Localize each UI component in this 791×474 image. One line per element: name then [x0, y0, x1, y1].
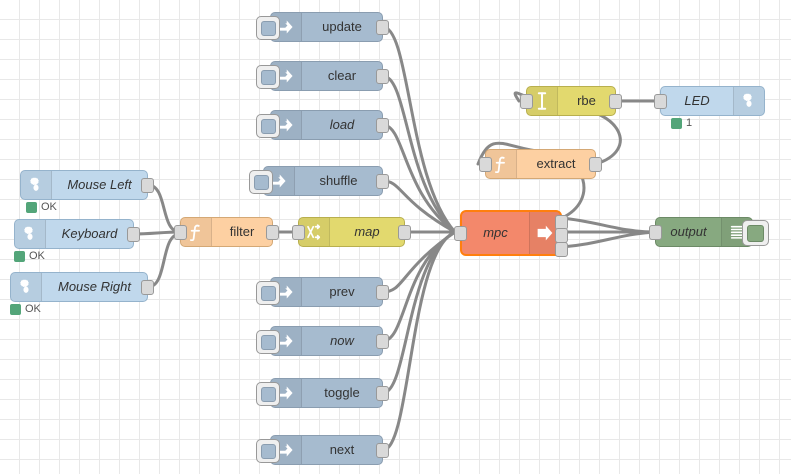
status-keyboard: OK [14, 250, 45, 262]
output-port-2[interactable] [555, 228, 568, 243]
output-port[interactable] [376, 174, 389, 189]
output-port[interactable] [376, 443, 389, 458]
output-port-3[interactable] [555, 242, 568, 257]
node-mouse-left[interactable]: Mouse Left [20, 170, 154, 200]
node-label: extract [536, 156, 576, 171]
node-label: Keyboard [61, 226, 118, 241]
wire-toggle-mpc [381, 230, 457, 395]
input-port[interactable] [479, 157, 492, 172]
node-label: prev [329, 284, 355, 299]
status-dot [26, 201, 37, 213]
inject-button[interactable] [256, 65, 280, 89]
output-port[interactable] [127, 227, 140, 242]
inject-button[interactable] [249, 170, 273, 194]
node-label: filter [229, 224, 255, 239]
node-inject-load[interactable]: load [256, 110, 389, 140]
raspberry-pi-icon [21, 171, 52, 199]
raspberry-pi-icon [15, 220, 46, 248]
input-port[interactable] [292, 225, 305, 240]
wire-mpc-output-1 [560, 216, 657, 234]
status-dot [10, 303, 21, 315]
node-map[interactable]: map [292, 217, 411, 247]
wire-mpc-output-3 [560, 230, 657, 249]
node-label: toggle [324, 385, 360, 400]
wire-clear-mpc [381, 74, 457, 234]
output-port[interactable] [609, 94, 622, 109]
output-port[interactable] [589, 157, 602, 172]
status-text: OK [25, 303, 41, 315]
input-port[interactable] [174, 225, 187, 240]
node-label: rbe [577, 93, 596, 108]
wire-now-mpc [381, 230, 457, 343]
debug-toggle-button[interactable] [742, 220, 769, 246]
input-port[interactable] [520, 94, 533, 109]
node-inject-update[interactable]: update [256, 12, 389, 42]
inject-button[interactable] [256, 281, 280, 305]
output-port[interactable] [376, 386, 389, 401]
inject-button[interactable] [256, 439, 280, 463]
node-label: LED [684, 93, 710, 108]
output-port[interactable] [266, 225, 279, 240]
node-label: update [322, 19, 362, 34]
output-port[interactable] [376, 334, 389, 349]
node-label: Mouse Left [67, 177, 132, 192]
node-inject-prev[interactable]: prev [256, 277, 389, 307]
node-extract[interactable]: extract [479, 149, 602, 179]
inject-button[interactable] [256, 114, 280, 138]
node-label: shuffle [319, 173, 358, 188]
status-text: OK [41, 201, 57, 213]
node-filter[interactable]: filter [174, 217, 279, 247]
input-port[interactable] [454, 226, 467, 241]
output-port[interactable] [376, 20, 389, 35]
node-inject-now[interactable]: now [256, 326, 389, 356]
node-mouse-right[interactable]: Mouse Right [10, 272, 154, 302]
node-led[interactable]: LED [654, 86, 765, 116]
wire-update-mpc [381, 25, 457, 234]
wire-mouseright-filter [146, 232, 182, 289]
status-text: OK [29, 250, 45, 262]
output-port[interactable] [376, 118, 389, 133]
node-inject-next[interactable]: next [256, 435, 389, 465]
node-label: now [330, 333, 354, 348]
status-mouse-right: OK [10, 303, 41, 315]
output-port[interactable] [398, 225, 411, 240]
status-text: 1 [686, 117, 693, 129]
node-label: map [354, 224, 380, 239]
inject-button[interactable] [256, 16, 280, 40]
node-mpc[interactable]: mpc [454, 210, 568, 257]
status-led: 1 [671, 117, 692, 129]
inject-button[interactable] [256, 330, 280, 354]
output-arrow-icon [529, 212, 560, 254]
status-dot [671, 117, 682, 129]
node-label: mpc [483, 225, 508, 240]
node-label: next [329, 442, 355, 457]
raspberry-pi-icon [733, 87, 764, 115]
wire-next-mpc [381, 230, 457, 452]
node-label: load [329, 117, 355, 132]
node-label: Mouse Right [58, 279, 131, 294]
output-port[interactable] [376, 285, 389, 300]
status-mouse-left: OK [26, 201, 57, 213]
output-port[interactable] [376, 69, 389, 84]
node-inject-shuffle[interactable]: shuffle [249, 166, 389, 196]
node-keyboard[interactable]: Keyboard [14, 219, 140, 249]
node-inject-toggle[interactable]: toggle [256, 378, 389, 408]
node-rbe[interactable]: rbe [520, 86, 622, 116]
output-port[interactable] [141, 280, 154, 295]
node-inject-clear[interactable]: clear [256, 61, 389, 91]
node-label: clear [327, 68, 357, 83]
input-port[interactable] [649, 225, 662, 240]
raspberry-pi-icon [11, 273, 42, 301]
input-port[interactable] [654, 94, 667, 109]
wire-load-mpc [381, 123, 457, 234]
node-label: output [670, 224, 707, 239]
output-port[interactable] [141, 178, 154, 193]
inject-button[interactable] [256, 382, 280, 406]
status-dot [14, 250, 25, 262]
node-output[interactable]: output [649, 217, 769, 247]
